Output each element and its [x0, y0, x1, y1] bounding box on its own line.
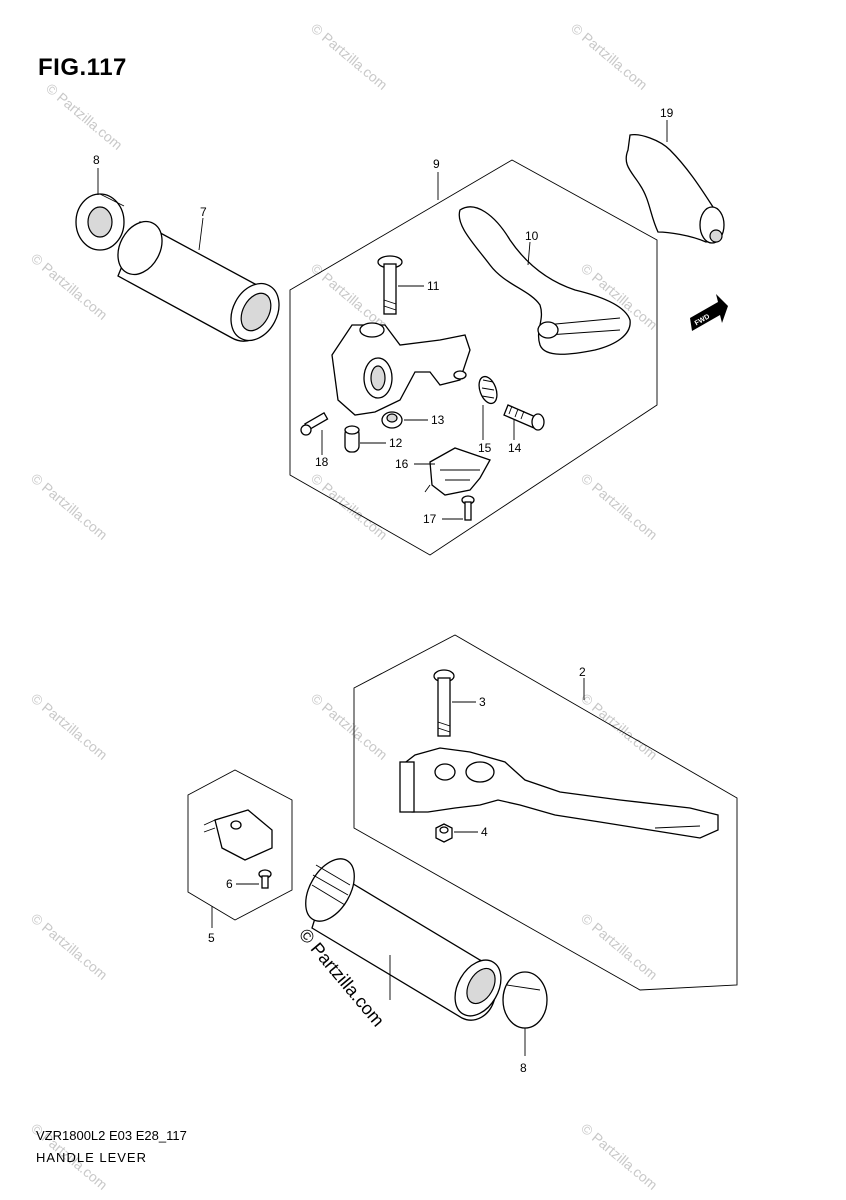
- callout-8-bottom: 8: [520, 1061, 527, 1075]
- callout-12: 12: [389, 436, 403, 450]
- callout-18: 18: [315, 455, 329, 469]
- figure-title: FIG.117: [38, 54, 127, 81]
- watermark: © Partzilla.com: [308, 690, 391, 763]
- callout-8-top: 8: [93, 153, 100, 167]
- watermark: © Partzilla.com: [308, 470, 391, 543]
- part-7-handlebar-grip: [117, 220, 280, 342]
- callout-9: 9: [433, 157, 440, 171]
- diagram-name: HANDLE LEVER: [36, 1150, 147, 1165]
- callout-7: 7: [200, 205, 207, 219]
- assembly-5-outline: [187, 769, 293, 921]
- watermark: © Partzilla.com: [578, 690, 661, 763]
- callout-14: 14: [508, 441, 522, 455]
- part-8-bar-end: [502, 971, 548, 1029]
- watermark: © Partzilla.com: [578, 1120, 661, 1193]
- watermark: © Partzilla.com: [578, 470, 661, 543]
- watermark: © Partzilla.com: [28, 250, 111, 323]
- watermark: © Partzilla.com: [28, 690, 111, 763]
- callout-15: 15: [478, 441, 492, 455]
- watermark: © Partzilla.com: [308, 260, 391, 333]
- part-16-clutch-switch: [424, 447, 491, 496]
- part-17-screw: [461, 495, 475, 521]
- part-3-pivot-bolt: [433, 669, 455, 737]
- part-brake-switch: [203, 809, 273, 861]
- watermark: © Partzilla.com: [568, 20, 651, 93]
- part-4-nut: [435, 823, 453, 843]
- part-10-clutch-lever: [458, 206, 631, 355]
- part-18-screw: [300, 412, 329, 436]
- watermark: © Partzilla.com: [578, 910, 661, 983]
- fwd-arrow-icon: FWD: [690, 294, 728, 331]
- part-14-adjuster-screw: [503, 404, 545, 431]
- part-8-grip-end-cap: [75, 193, 125, 251]
- callout-3: 3: [479, 695, 486, 709]
- part-11-pivot-bolt: [377, 255, 403, 315]
- callout-17: 17: [423, 512, 437, 526]
- part-19-lever-cover: [625, 134, 725, 244]
- assembly-2-outline: [353, 634, 738, 991]
- callout-5: 5: [208, 931, 215, 945]
- part-6-screw: [258, 869, 272, 889]
- callout-6: 6: [226, 877, 233, 891]
- part-12-bushing: [344, 425, 360, 453]
- part-15-adjuster-dial: [478, 375, 498, 405]
- part-brake-lever-assembly: [399, 747, 719, 839]
- watermark: © Partzilla.com: [43, 80, 126, 153]
- callout-4: 4: [481, 825, 488, 839]
- part-1-throttle-grip: [305, 858, 502, 1021]
- watermark: © Partzilla.com: [28, 470, 111, 543]
- callout-16: 16: [395, 457, 409, 471]
- callout-10: 10: [525, 229, 539, 243]
- part-13-dust-seal: [381, 411, 403, 429]
- model-code: VZR1800L2 E03 E28_117: [36, 1128, 187, 1143]
- callout-2: 2: [579, 665, 586, 679]
- part-lever-holder-bracket: [331, 322, 471, 416]
- callout-13: 13: [431, 413, 445, 427]
- callout-11: 11: [427, 279, 440, 293]
- watermark: © Partzilla.com: [308, 20, 391, 93]
- watermark: © Partzilla.com: [28, 910, 111, 983]
- watermark-layer: © Partzilla.com © Partzilla.com © Partzi…: [28, 20, 661, 1193]
- callout-19: 19: [660, 106, 674, 120]
- assembly-9-outline: [289, 159, 658, 556]
